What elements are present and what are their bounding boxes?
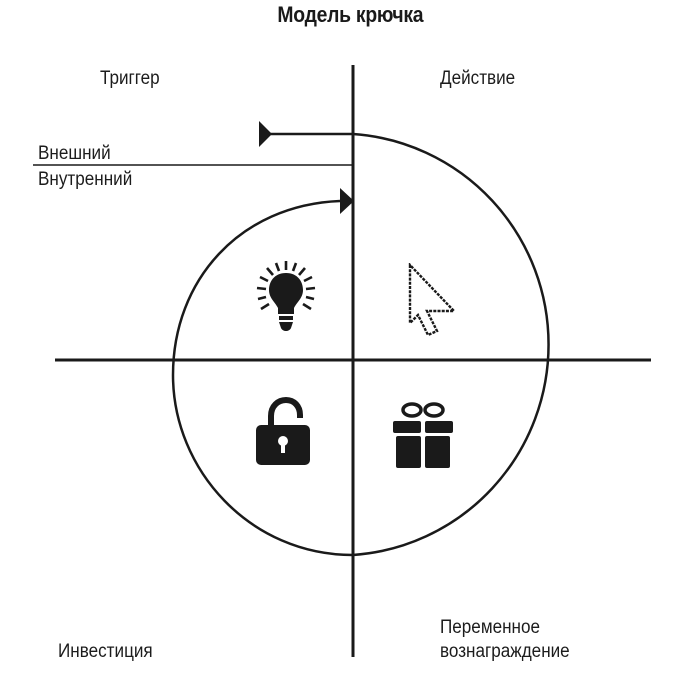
lightbulb-icon <box>256 261 316 331</box>
diagram-title: Модель крючка <box>277 2 424 27</box>
label-variable-reward-line2: вознаграждение <box>440 641 570 662</box>
label-action: Действие <box>440 68 516 89</box>
label-internal: Внутренний <box>38 169 133 190</box>
label-trigger: Триггер <box>100 68 160 89</box>
external-trigger-arrowhead <box>259 121 272 147</box>
internal-trigger-arrowhead <box>340 188 354 214</box>
loop-right-arc <box>352 132 550 557</box>
label-external: Внешний <box>38 143 111 164</box>
cursor-arrow-icon <box>408 263 457 337</box>
gift-icon <box>393 402 453 468</box>
label-variable-reward-line1: Переменное <box>440 617 540 638</box>
unlocked-padlock-icon <box>256 396 310 465</box>
label-investment: Инвестиция <box>58 641 153 662</box>
loop-left-arc <box>171 199 354 557</box>
